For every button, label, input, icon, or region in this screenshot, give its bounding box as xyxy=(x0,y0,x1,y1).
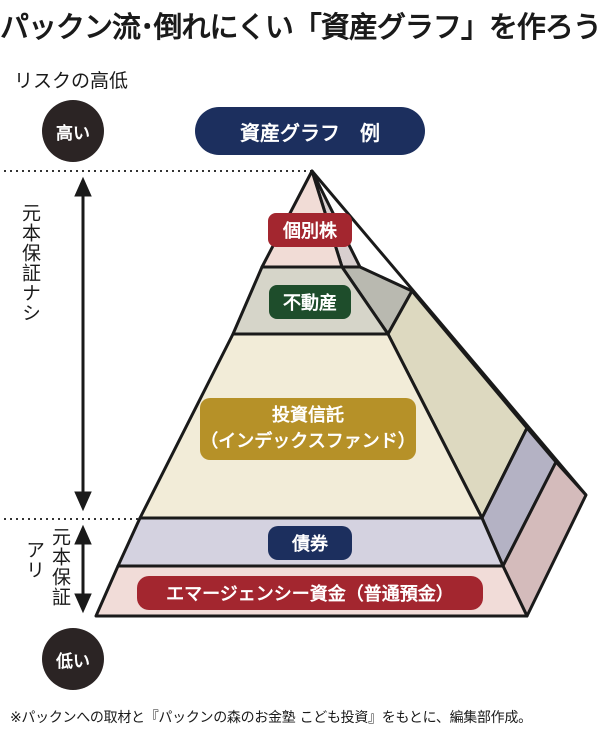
label-toushin-line1: 投資信託 xyxy=(272,405,344,426)
footnote: ※パックンへの取材と『パックンの森のお金塾 こども投資』をもとに、編集部作成。 xyxy=(10,710,532,726)
label-toushin-line2: （インデックスファンド） xyxy=(200,431,416,452)
label-toushin: 投資信託 （インデックスファンド） xyxy=(200,398,416,460)
page-title: パックン流･倒れにくい「資産グラフ」を作ろう xyxy=(0,10,600,44)
risk-axis-label: リスクの高低 xyxy=(14,70,129,92)
risk-low-badge: 低い xyxy=(42,628,104,690)
label-emergency: エマージェンシー資金（普通預金） xyxy=(137,576,483,610)
guarantee-label-line2: アリ xyxy=(23,540,45,580)
guarantee-label-line1: 元本保証 xyxy=(49,527,71,607)
label-kobetsu: 個別株 xyxy=(268,213,352,247)
risk-high-badge: 高い xyxy=(42,100,104,162)
guarantee-arrow xyxy=(74,524,92,614)
no-guarantee-arrow xyxy=(74,176,92,512)
asset-graph-example-header: 資産グラフ 例 xyxy=(195,107,425,155)
no-guarantee-label: 元本保証ナシ xyxy=(19,203,41,323)
label-fudosan: 不動産 xyxy=(269,285,351,319)
label-saiken: 債券 xyxy=(268,526,352,560)
